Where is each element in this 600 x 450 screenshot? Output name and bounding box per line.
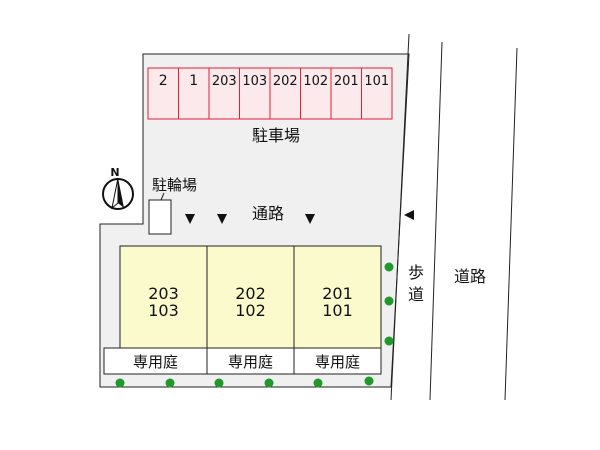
bicycle-parking-label: 駐輪場	[152, 176, 197, 194]
private-garden	[293, 347, 382, 375]
tree-icon	[264, 378, 274, 388]
tree-icon	[384, 336, 394, 346]
unit-block	[206, 245, 295, 349]
tree-icon	[214, 378, 224, 388]
arrow-left-icon	[404, 210, 414, 220]
unit-block	[119, 245, 208, 349]
passage-label: 通路	[252, 204, 284, 223]
parking-space-label: 103	[242, 74, 267, 89]
tree-icon	[115, 378, 125, 388]
parking-label: 駐車場	[252, 126, 300, 145]
unit-lower-number: 103	[148, 301, 179, 320]
tree-icon	[384, 262, 394, 272]
tree-icon	[165, 378, 175, 388]
road-label: 道路	[454, 267, 486, 286]
private-garden-label: 専用庭	[228, 353, 273, 371]
private-garden-label: 専用庭	[315, 353, 360, 371]
unit-lower-number: 101	[322, 301, 353, 320]
tree-icon	[364, 376, 374, 386]
parking-space	[147, 67, 179, 120]
private-garden	[103, 347, 208, 375]
parking-space-label: 2	[159, 73, 168, 89]
unit-upper-number: 202	[235, 284, 266, 303]
unit-block	[293, 245, 382, 349]
parking-space	[330, 67, 362, 120]
parking-space-label: 202	[273, 74, 298, 89]
road-edge-line	[390, 33, 410, 401]
parking-space-label: 101	[364, 74, 389, 89]
sidewalk-label-char-1: 歩	[408, 263, 424, 282]
parking-spaces: 2 1 203 103 202 102 201 101	[147, 67, 393, 120]
private-garden-label: 専用庭	[133, 353, 178, 371]
parking-space-label: 102	[303, 74, 328, 89]
arrow-down-icon	[185, 214, 195, 224]
parking-space-label: 203	[212, 74, 237, 89]
compass-north-label: N	[110, 166, 119, 179]
arrow-down-icon	[217, 214, 227, 224]
parking-space	[178, 67, 210, 120]
unit-upper-number: 201	[322, 284, 353, 303]
bicycle-rack-pointer	[160, 192, 165, 201]
parking-space-label: 201	[334, 74, 359, 89]
trees	[115, 262, 394, 388]
road-edge-line	[504, 47, 518, 401]
unit-lower-number: 102	[235, 301, 266, 320]
parking-space-label: 1	[189, 73, 198, 89]
arrow-down-icon	[305, 214, 315, 224]
tree-icon	[313, 378, 323, 388]
unit-upper-number: 203	[148, 284, 179, 303]
bicycle-rack	[148, 199, 172, 235]
parking-space	[361, 67, 393, 120]
parking-space	[208, 67, 240, 120]
road-edge-line	[429, 41, 443, 401]
sidewalk-label-char-2: 道	[408, 285, 424, 304]
tree-icon	[384, 296, 394, 306]
compass-icon: N	[102, 166, 134, 210]
